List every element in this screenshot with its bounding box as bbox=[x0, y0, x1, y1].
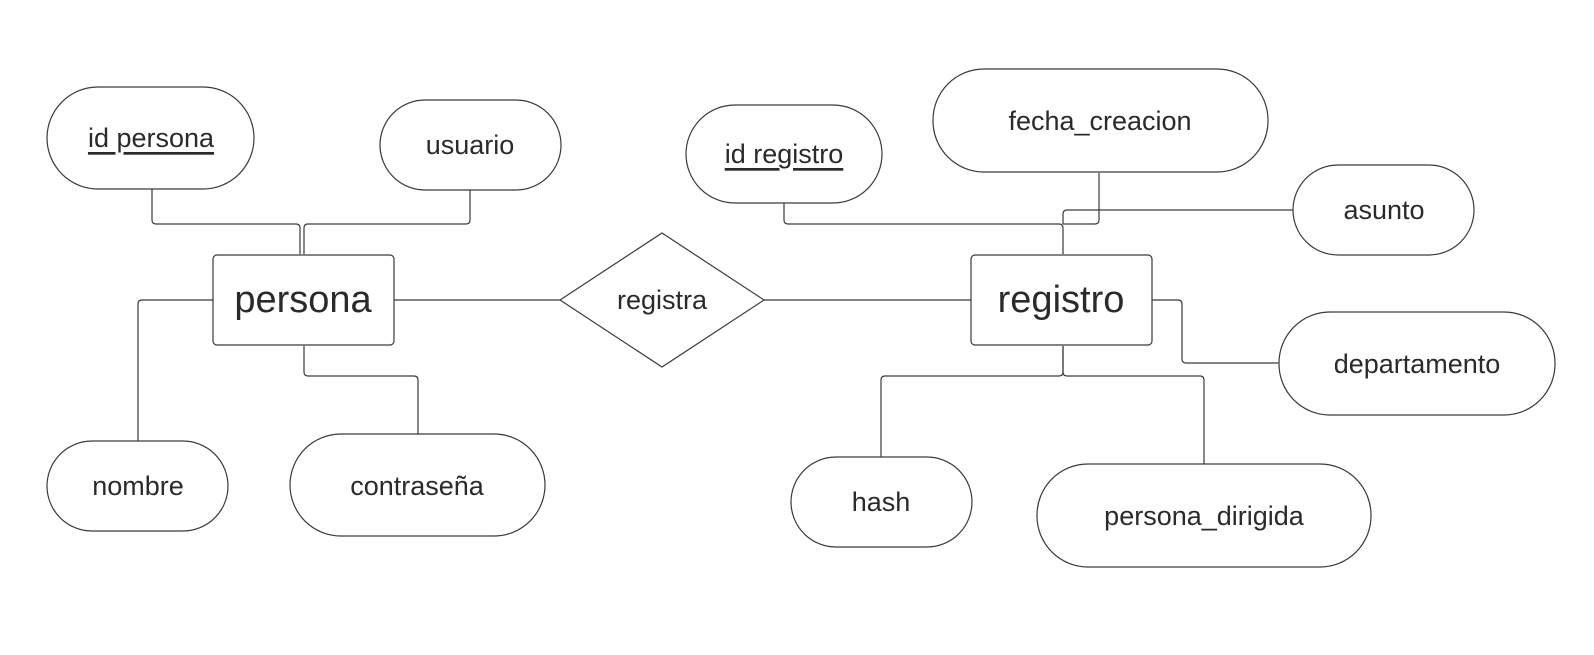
connector-asunto bbox=[1062, 209, 1293, 224]
connector-usuario bbox=[303, 190, 471, 254]
attribute-usuario[interactable]: usuario bbox=[379, 99, 562, 191]
connector-fecha-creacion bbox=[1063, 173, 1100, 225]
attribute-id-registro[interactable]: id registro bbox=[685, 104, 883, 204]
relationship-registra-label: registra bbox=[617, 285, 708, 315]
connector-departamento bbox=[1152, 299, 1279, 364]
entity-persona[interactable]: persona bbox=[212, 254, 395, 346]
attribute-asunto-label: asunto bbox=[1343, 195, 1424, 225]
attribute-hash-label: hash bbox=[852, 487, 911, 517]
relationship-registra[interactable]: registra bbox=[558, 232, 766, 368]
connector-persona-dirigida bbox=[1062, 346, 1205, 464]
attribute-asunto[interactable]: asunto bbox=[1292, 164, 1475, 256]
entity-registro[interactable]: registro bbox=[970, 254, 1153, 346]
entity-persona-label: persona bbox=[234, 279, 372, 321]
attribute-fecha-creacion[interactable]: fecha_creacion bbox=[932, 68, 1269, 173]
attribute-id-registro-label: id registro bbox=[725, 139, 844, 169]
attribute-contrasena-label: contraseña bbox=[350, 471, 485, 501]
attribute-id-persona[interactable]: id persona bbox=[46, 86, 255, 190]
attribute-hash[interactable]: hash bbox=[790, 456, 973, 548]
connector-hash bbox=[880, 346, 1064, 457]
entity-registro-label: registro bbox=[998, 279, 1125, 321]
attribute-persona-dirigida-label: persona_dirigida bbox=[1104, 501, 1305, 531]
attribute-departamento[interactable]: departamento bbox=[1278, 311, 1556, 416]
attribute-usuario-label: usuario bbox=[426, 130, 515, 160]
attribute-nombre-label: nombre bbox=[92, 471, 184, 501]
connector-id-persona bbox=[151, 188, 301, 254]
attribute-id-persona-label: id persona bbox=[88, 123, 215, 153]
connector-id-registro bbox=[783, 203, 1064, 254]
attribute-nombre[interactable]: nombre bbox=[46, 440, 229, 532]
attribute-departamento-label: departamento bbox=[1334, 349, 1501, 379]
attribute-fecha-creacion-label: fecha_creacion bbox=[1008, 106, 1191, 136]
attribute-persona-dirigida[interactable]: persona_dirigida bbox=[1036, 463, 1372, 568]
connector-nombre bbox=[137, 299, 213, 441]
attribute-contrasena[interactable]: contraseña bbox=[289, 433, 546, 537]
connector-contrasena bbox=[303, 346, 419, 434]
